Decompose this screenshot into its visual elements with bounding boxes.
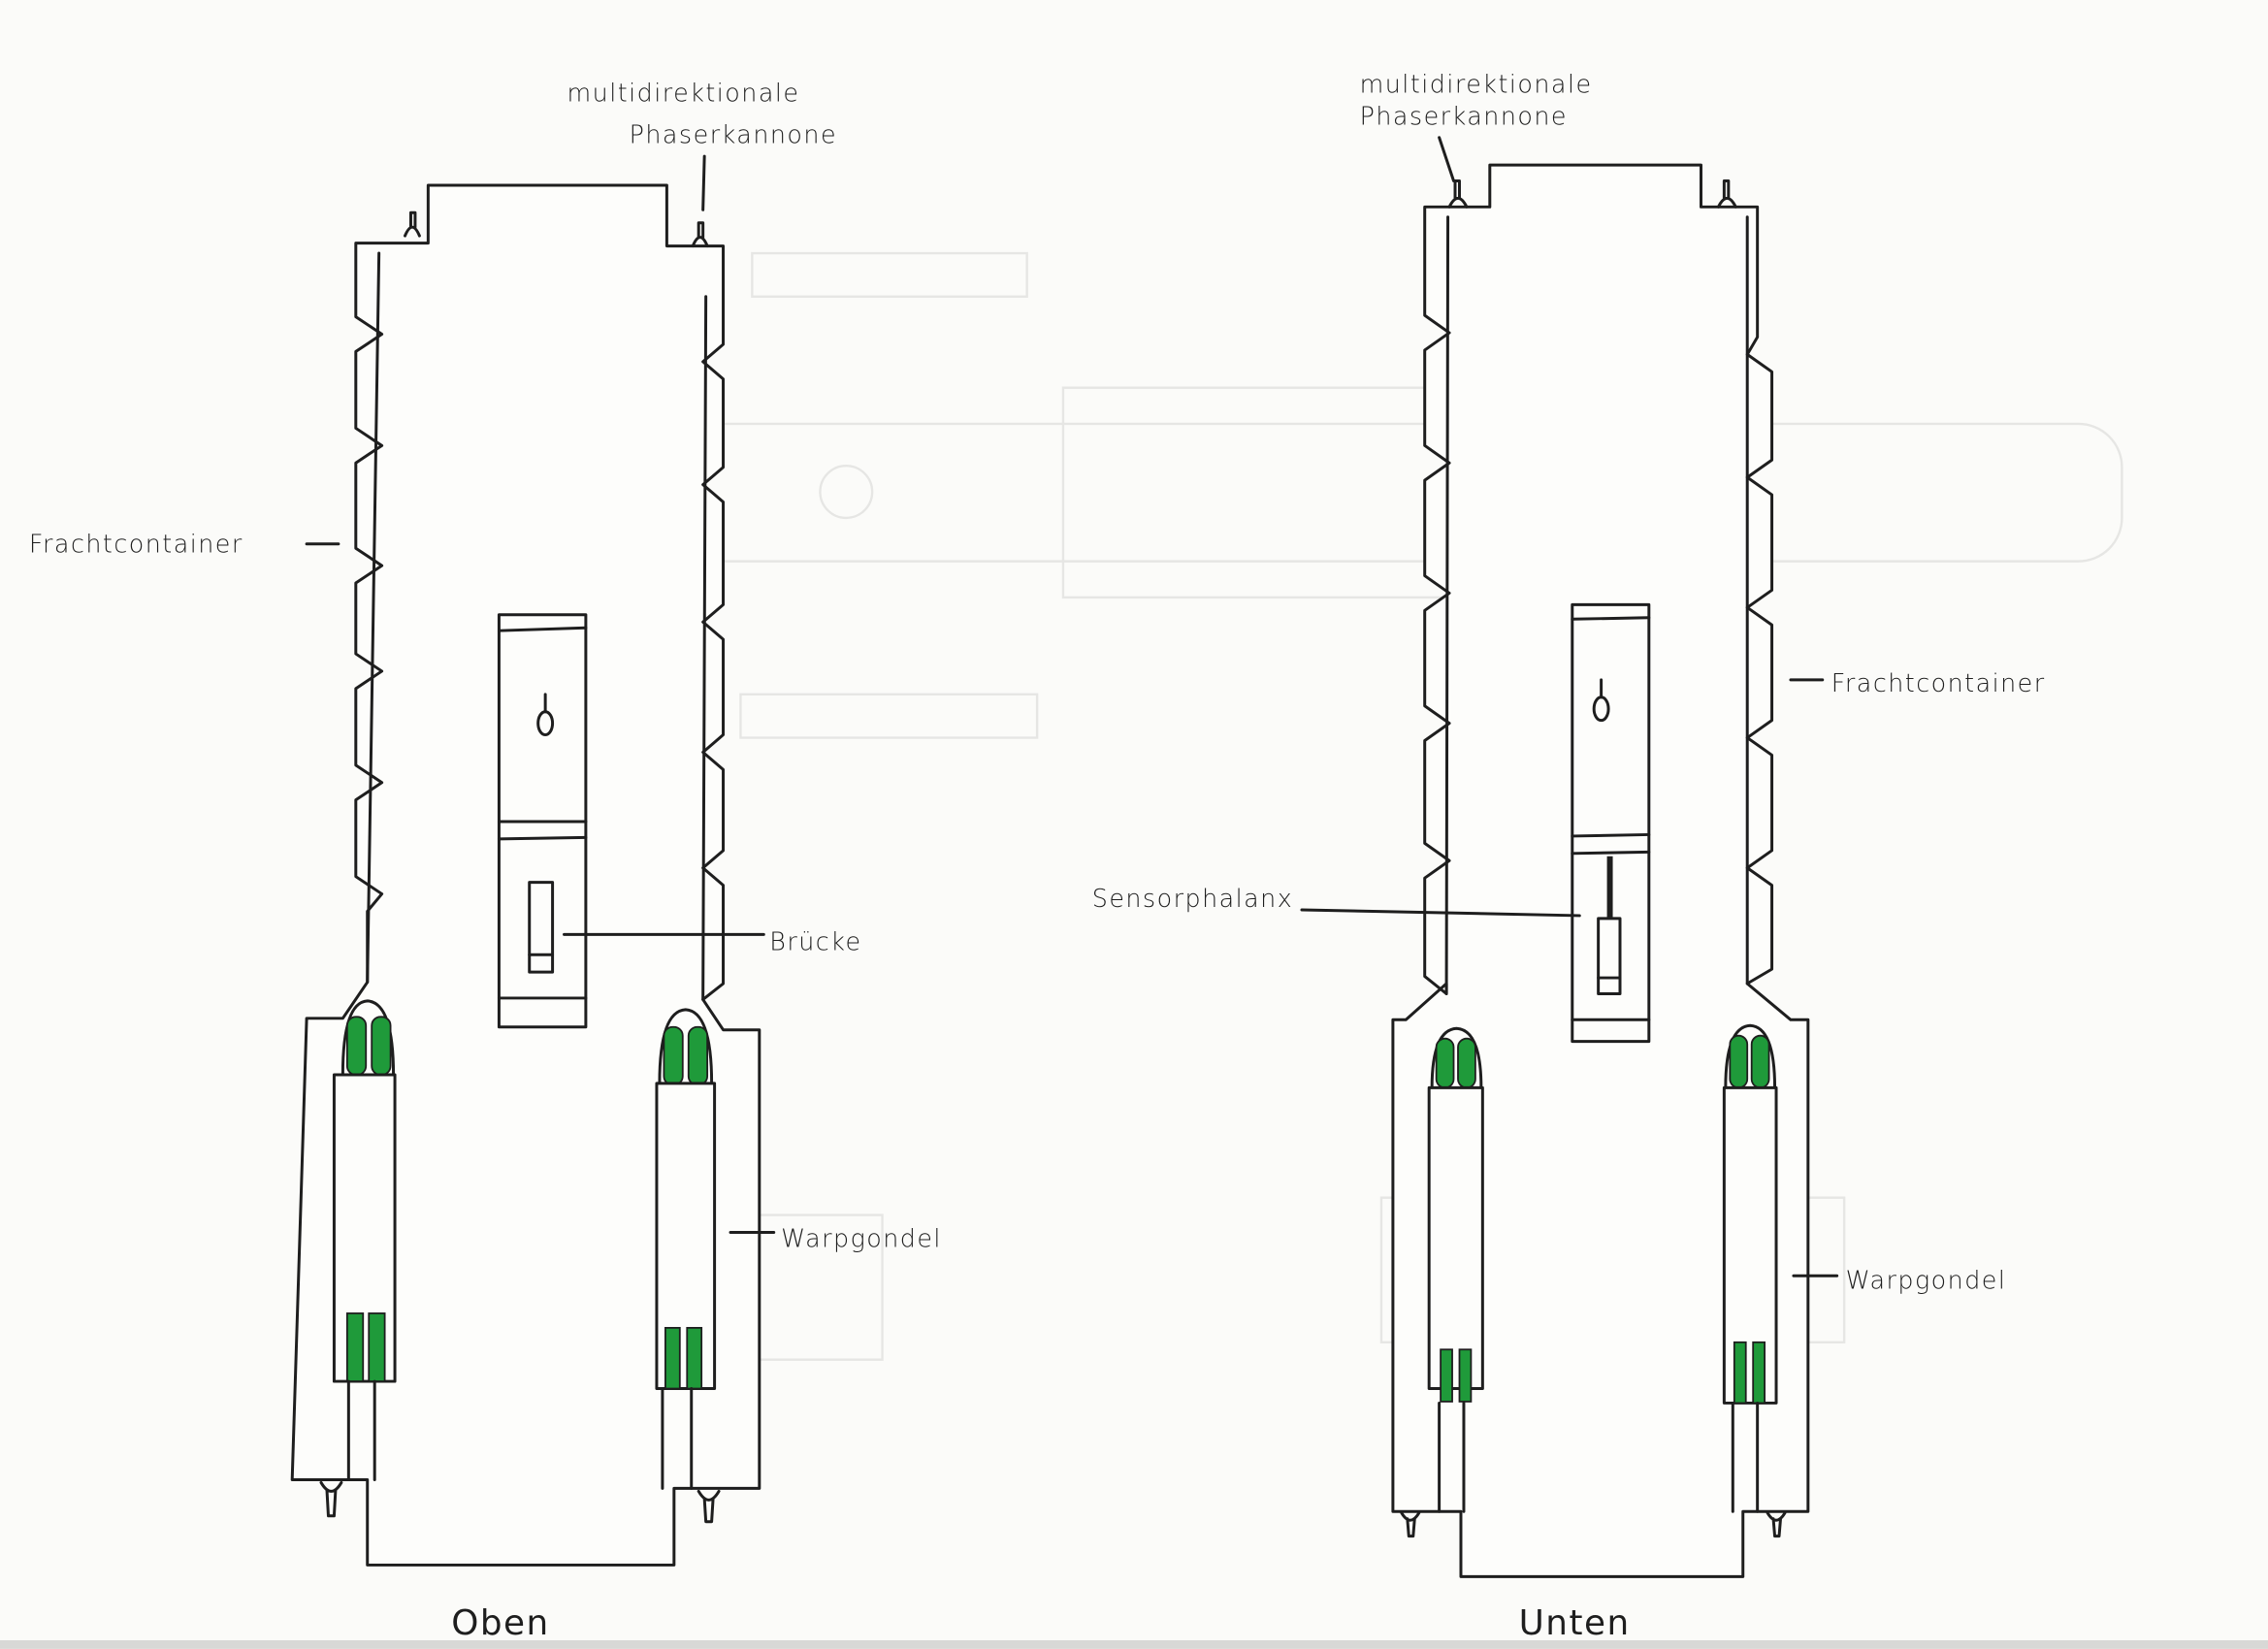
- bottom-warp-nacelle-left: [1400, 1026, 1484, 1538]
- top-phaser-label-line2: Phaserkannone: [630, 120, 837, 149]
- emblem-icon: [536, 693, 555, 737]
- top-bridge-label: Brücke: [769, 927, 861, 956]
- bottom-view-caption: Unten: [1519, 1603, 1631, 1643]
- phaser-leader-line: [1438, 136, 1456, 182]
- top-cargo-label: Frachtcontainer: [29, 530, 243, 559]
- emblem-icon: [1592, 678, 1610, 723]
- bottom-phaser-label-line1: multidirektionale: [1360, 70, 1593, 99]
- phaser-leader-line: [701, 154, 706, 211]
- sensor-leader-line: [1300, 908, 1581, 918]
- phaser-cannon-icon: [691, 221, 709, 248]
- bottom-central-module: [1571, 602, 1651, 1044]
- top-warp-label: Warpgondel: [781, 1223, 942, 1252]
- bottom-view-ship: multidirektionale Phaserkannone Frachtco…: [1092, 70, 2046, 1643]
- top-phaser-label-line1: multidirektionale: [567, 78, 799, 107]
- top-central-module: [497, 613, 588, 1029]
- sensor-array-icon: [1597, 917, 1622, 995]
- top-view-ship: multidirektionale Phaserkannone Frachtco…: [29, 78, 942, 1643]
- bottom-cargo-label: Frachtcontainer: [1831, 668, 2046, 697]
- top-view-caption: Oben: [451, 1603, 549, 1643]
- top-warp-nacelle-right: [655, 1008, 721, 1524]
- bottom-warp-label: Warpgondel: [1846, 1266, 2007, 1295]
- phaser-cannon-icon: [404, 210, 421, 238]
- top-warp-nacelle-left: [319, 999, 397, 1518]
- phaser-cannon-icon: [1447, 178, 1469, 209]
- bottom-sensor-label: Sensorphalanx: [1092, 884, 1293, 913]
- scan-edge: [0, 1639, 2268, 1649]
- bottom-phaser-label-line2: Phaserkannone: [1360, 101, 1568, 130]
- bottom-warp-nacelle-right: [1722, 1023, 1787, 1538]
- phaser-cannon-icon: [1716, 178, 1737, 209]
- bridge-icon: [528, 881, 555, 974]
